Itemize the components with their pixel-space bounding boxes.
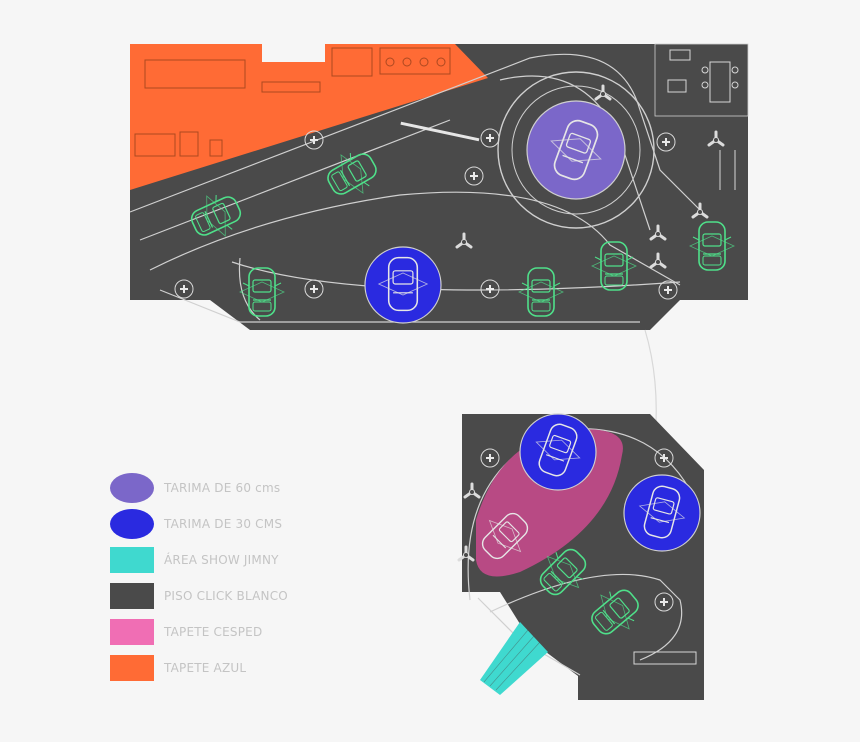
legend-swatch-tarima-60 (110, 473, 154, 503)
lower-bench (633, 651, 697, 665)
platform-30-lower-a (519, 413, 597, 491)
meeting-room (667, 49, 739, 190)
legend-label-tapete-cesped: TAPETE CESPED (164, 625, 263, 639)
legend-item-tapete-azul: TAPETE AZUL (110, 650, 350, 686)
legend-item-tarima-30: TARIMA DE 30 CMS (110, 506, 350, 542)
blue-carpet-area (130, 44, 488, 190)
legend-swatch-tapete-cesped (110, 619, 154, 645)
carpet-furniture (134, 47, 451, 157)
legend-item-tapete-cesped: TAPETE CESPED (110, 614, 350, 650)
legend-swatch-tapete-azul (110, 655, 154, 681)
legend-label-piso-click: PISO CLICK BLANCO (164, 589, 288, 603)
legend-label-area-jimny: ÁREA SHOW JIMNY (164, 553, 279, 567)
legend-item-area-jimny: ÁREA SHOW JIMNY (110, 542, 350, 578)
legend: TARIMA DE 60 cms TARIMA DE 30 CMS ÁREA S… (110, 470, 350, 686)
legend-swatch-piso-click (110, 583, 154, 609)
legend-item-piso-click: PISO CLICK BLANCO (110, 578, 350, 614)
ramp-marker (400, 121, 480, 142)
platform-30-lower-b (623, 474, 701, 552)
jimny-lines (483, 629, 541, 691)
legend-item-tarima-60: TARIMA DE 60 cms (110, 470, 350, 506)
platform-30-top (364, 246, 442, 324)
legend-swatch-tarima-30 (110, 509, 154, 539)
legend-label-tarima-60: TARIMA DE 60 cms (164, 481, 281, 495)
legend-label-tapete-azul: TAPETE AZUL (164, 661, 247, 675)
legend-swatch-area-jimny (110, 547, 154, 573)
legend-label-tarima-30: TARIMA DE 30 CMS (164, 517, 283, 531)
